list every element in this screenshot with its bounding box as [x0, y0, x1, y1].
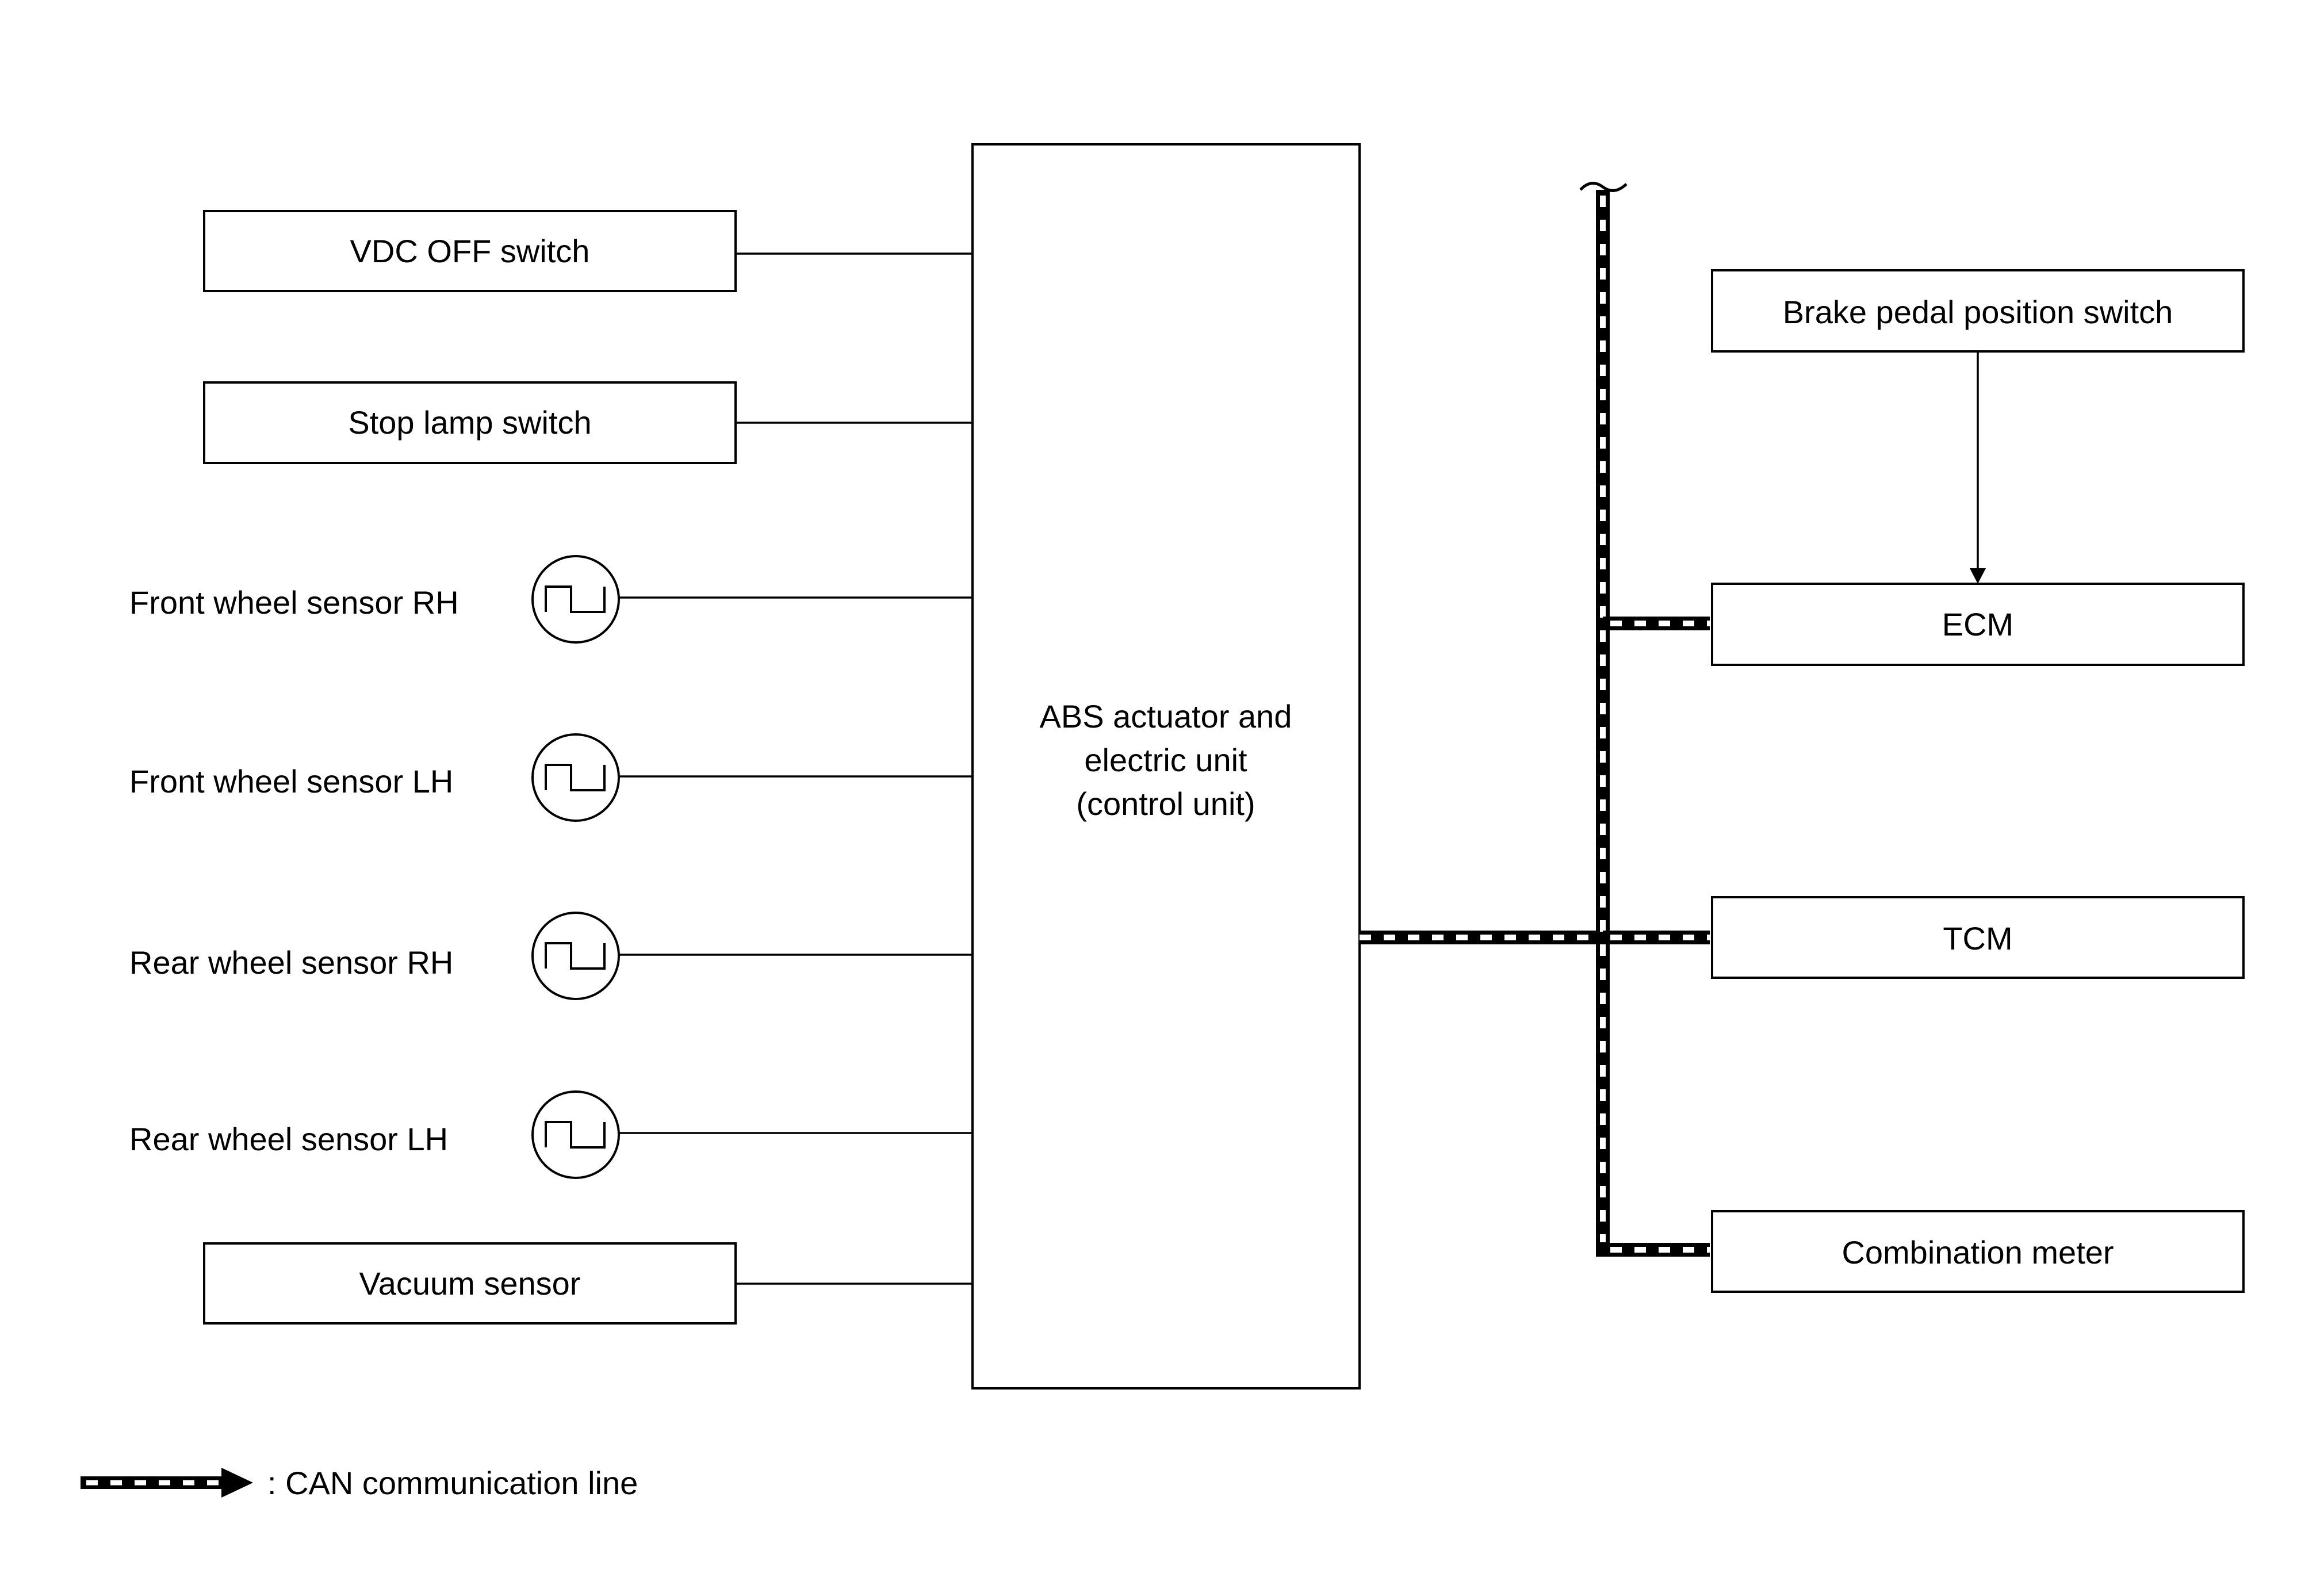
- vacuum-sensor: Vacuum sensor: [203, 1242, 737, 1325]
- control-unit-label-line1: ABS actuator and: [1040, 698, 1292, 734]
- ecm-label: ECM: [1942, 606, 2013, 642]
- rear-wheel-sensor-lh: Rear wheel sensor LH: [129, 1090, 620, 1179]
- sensor-signal-icon: [531, 555, 620, 644]
- stop-lamp-switch-label: Stop lamp switch: [348, 404, 591, 441]
- line-break-mark: [1579, 182, 1628, 192]
- sensor-signal-icon: [531, 1090, 620, 1179]
- stop-lamp-switch: Stop lamp switch: [203, 381, 737, 464]
- tcm-label: TCM: [1943, 920, 2012, 956]
- rear-wheel-sensor-lh-label: Rear wheel sensor LH: [129, 1121, 448, 1157]
- sensor-signal-icon: [531, 733, 620, 822]
- tcm: TCM: [1711, 896, 2245, 979]
- control-unit-label-line2: electric unit: [1084, 742, 1247, 778]
- front-wheel-sensor-lh-label: Front wheel sensor LH: [129, 763, 453, 799]
- front-wheel-sensor-rh-label: Front wheel sensor RH: [129, 584, 459, 621]
- can-bus: [1360, 182, 1710, 1257]
- legend: : CAN communication line: [81, 1465, 638, 1501]
- ecm: ECM: [1711, 583, 2245, 666]
- rear-wheel-sensor-rh: Rear wheel sensor RH: [129, 912, 620, 1000]
- brake-pedal-position-switch-label: Brake pedal position switch: [1783, 294, 2173, 330]
- front-wheel-sensor-rh: Front wheel sensor RH: [129, 555, 620, 644]
- brake-pedal-to-ecm-arrow: [1970, 351, 1986, 584]
- front-wheel-sensor-lh: Front wheel sensor LH: [129, 733, 620, 822]
- brake-pedal-position-switch: Brake pedal position switch: [1711, 269, 2245, 353]
- abs-control-unit: ABS actuator and electric unit (control …: [971, 143, 1361, 1390]
- combination-meter: Combination meter: [1711, 1210, 2245, 1293]
- vdc-off-switch-label: VDC OFF switch: [350, 233, 590, 269]
- vacuum-sensor-label: Vacuum sensor: [359, 1265, 581, 1302]
- combination-meter-label: Combination meter: [1841, 1234, 2114, 1270]
- can-line-legend-symbol: [81, 1468, 253, 1498]
- rear-wheel-sensor-rh-label: Rear wheel sensor RH: [129, 944, 453, 981]
- control-unit-label-line3: (control unit): [1076, 786, 1255, 822]
- vdc-off-switch: VDC OFF switch: [203, 210, 737, 292]
- sensor-signal-icon: [531, 912, 620, 1000]
- can-line-legend-label: : CAN communication line: [267, 1465, 638, 1501]
